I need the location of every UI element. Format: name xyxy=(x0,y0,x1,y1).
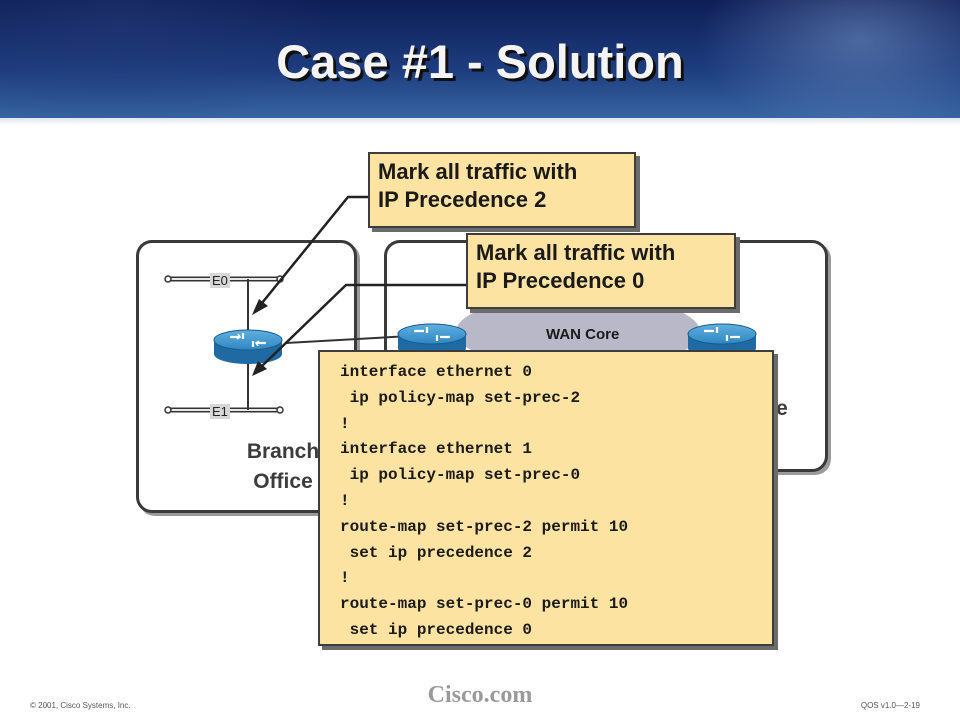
config-line: ! xyxy=(340,569,350,588)
arrow-prec2 xyxy=(252,195,368,315)
config-line: ip policy-map set-prec-2 xyxy=(340,388,581,407)
callout-prec0-line1: Mark all traffic with xyxy=(476,240,676,265)
callout-prec2-line2: IP Precedence 2 xyxy=(378,187,547,212)
callout-prec0-line2: IP Precedence 0 xyxy=(476,268,645,293)
slide-header xyxy=(0,0,960,125)
cisco-logo: Cisco.com xyxy=(427,682,533,708)
config-line: interface ethernet 0 xyxy=(340,363,533,381)
branch-label-line2: Office xyxy=(253,470,313,493)
config-line: route-map set-prec-2 permit 10 xyxy=(340,517,629,536)
branch-router-icon xyxy=(213,329,283,364)
config-line: interface ethernet 1 xyxy=(340,440,533,459)
callout-prec0: Mark all traffic with IP Precedence 0 xyxy=(466,233,736,309)
course-code: QOS v1.0—2-19 xyxy=(860,701,920,710)
slide-title: Case #1 - Solution xyxy=(276,35,684,88)
port-e1-label: E1 xyxy=(210,404,230,419)
branch-label-line1: Branch xyxy=(246,440,320,463)
config-listing: interface ethernet 0 ip policy-map set-p… xyxy=(318,350,774,646)
config-line: set ip precedence 2 xyxy=(340,543,533,562)
config-line: ip policy-map set-prec-0 xyxy=(340,466,581,485)
config-line: set ip precedence 0 xyxy=(340,620,533,639)
config-line: ! xyxy=(340,414,350,433)
header-divider xyxy=(0,118,960,125)
copyright-text: © 2001, Cisco Systems, Inc. xyxy=(30,701,131,710)
wan-core-label: WAN Core xyxy=(546,326,620,343)
callout-prec2: Mark all traffic with IP Precedence 2 xyxy=(368,152,636,228)
callout-prec2-line1: Mark all traffic with xyxy=(378,159,578,184)
config-line: route-map set-prec-0 permit 10 xyxy=(340,595,629,614)
port-e0-label: E0 xyxy=(210,273,230,288)
config-line: ! xyxy=(340,491,350,510)
wan-link xyxy=(285,335,411,344)
arrow-prec0 xyxy=(252,283,466,376)
branch-office-label: Branch Office xyxy=(228,437,338,497)
